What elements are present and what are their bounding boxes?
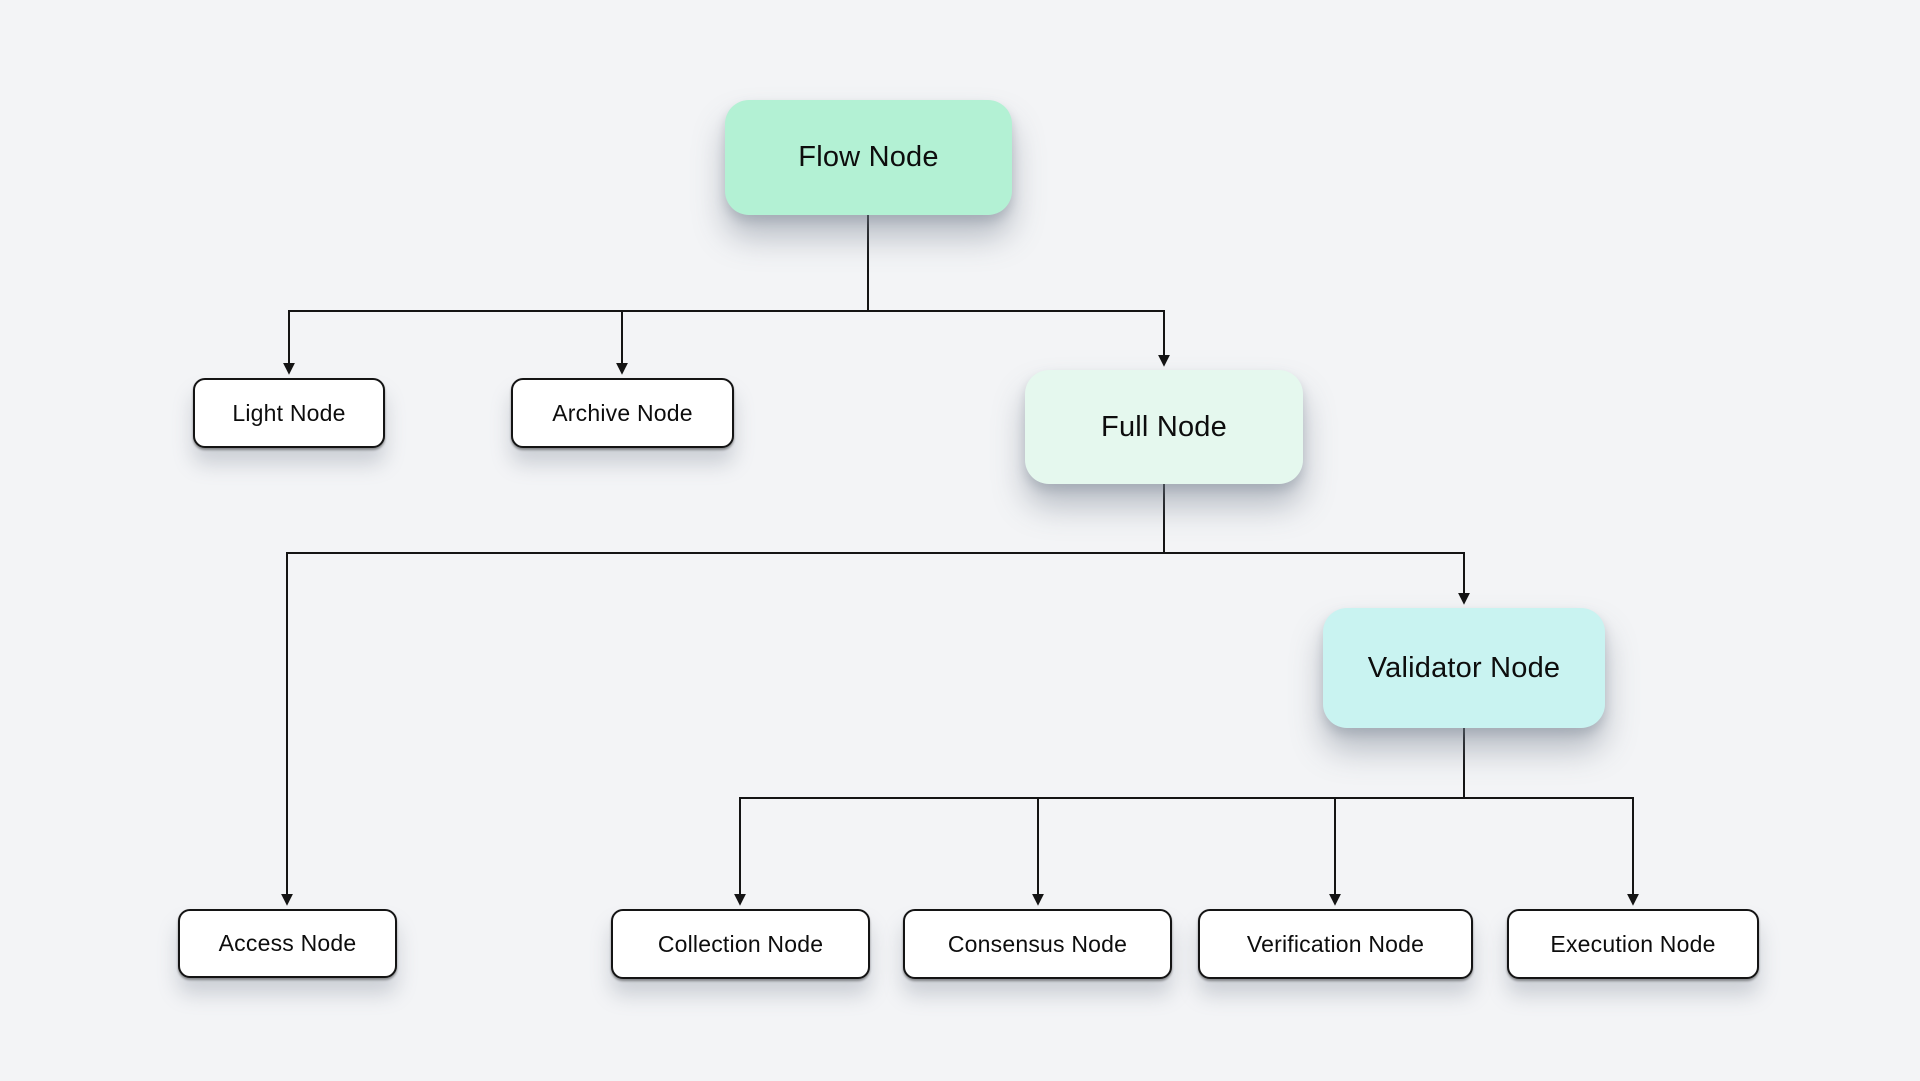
node-consensus-label: Consensus Node (947, 930, 1128, 957)
node-execution: Execution Node (1507, 909, 1759, 979)
node-light: Light Node (193, 378, 385, 448)
node-access-label: Access Node (218, 930, 357, 956)
node-collection: Collection Node (611, 909, 870, 979)
node-access: Access Node (178, 909, 397, 978)
node-validator: Validator Node (1323, 608, 1605, 728)
node-archive-label: Archive Node (552, 399, 693, 426)
node-verification-label: Verification Node (1246, 930, 1425, 957)
node-consensus: Consensus Node (903, 909, 1172, 979)
node-archive: Archive Node (511, 378, 734, 448)
edge-group-flow-children (283, 214, 1170, 375)
edge-group-full-children (281, 483, 1470, 906)
node-execution-label: Execution Node (1550, 930, 1716, 957)
node-collection-label: Collection Node (657, 930, 824, 957)
node-flow-label: Flow Node (798, 141, 939, 173)
node-light-label: Light Node (232, 399, 346, 426)
node-validator-label: Validator Node (1367, 651, 1561, 684)
edge-group-validator-children (734, 727, 1639, 906)
node-full: Full Node (1025, 370, 1303, 484)
node-flow: Flow Node (725, 100, 1012, 215)
node-verification: Verification Node (1198, 909, 1473, 979)
node-full-label: Full Node (1101, 410, 1227, 443)
